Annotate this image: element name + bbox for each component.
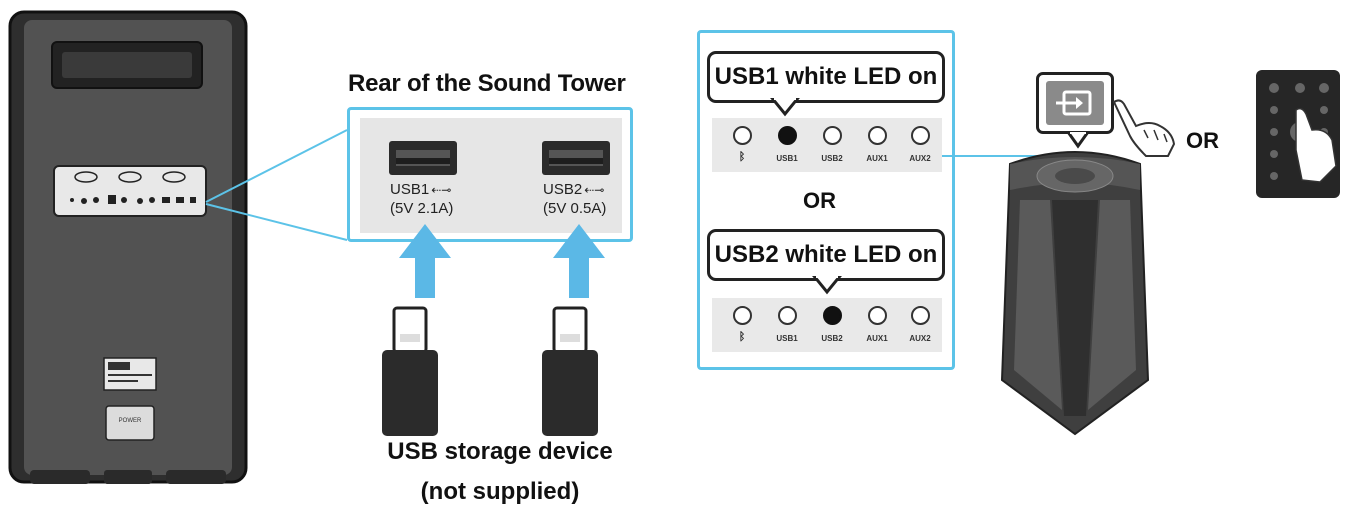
remote-control: [1256, 70, 1340, 198]
sound-tower-rear: [8, 10, 248, 484]
storage-caption-line2: (not supplied): [420, 478, 580, 505]
storage-caption-line1: USB storage device: [387, 438, 613, 465]
led-status-box: [697, 30, 955, 370]
led-usb1: [778, 126, 797, 145]
callout-pointer-2: [812, 276, 842, 295]
usb-icon: ⇠⊸: [431, 183, 452, 197]
led-label-usb1: USB1: [776, 154, 798, 163]
hand-pointer-icon: [1112, 99, 1176, 157]
led-label-usb2: USB2: [821, 334, 843, 343]
usb2-port: [542, 141, 610, 175]
led-usb1: [778, 306, 797, 325]
usb1-spec: (5V 2.1A): [390, 200, 454, 217]
led-label-usb2: USB2: [821, 154, 843, 163]
or-label-middle: OR: [803, 188, 836, 213]
led-label-aux2: AUX2: [909, 154, 931, 163]
led-label-usb1: USB1: [776, 334, 798, 343]
rear-title: Rear of the Sound Tower: [348, 70, 626, 97]
led-aux2: [911, 126, 930, 145]
sound-tower-front: [1000, 151, 1150, 436]
usb2-led-callout: USB2 white LED on: [707, 229, 945, 281]
arrow-up-usb2: [553, 224, 605, 298]
led-label-aux2: AUX2: [909, 334, 931, 343]
usb2-label: USB2: [543, 181, 583, 198]
input-source-icon: [1046, 81, 1104, 125]
led-label-aux1: AUX1: [866, 334, 888, 343]
led-strip-usb2-on: ᛒ USB1 USB2 AUX1 AUX2: [712, 298, 942, 352]
callout-pointer-1: [770, 98, 800, 117]
led-aux2: [911, 306, 930, 325]
led-usb2: [823, 306, 842, 325]
led-bluetooth: [733, 126, 752, 145]
led-strip-usb1-on: ᛒ USB1 USB2 AUX1 AUX2: [712, 118, 942, 172]
or-label-right: OR: [1186, 128, 1219, 153]
arrow-up-usb1: [399, 224, 451, 298]
power-label: POWER: [118, 418, 142, 424]
led-aux1: [868, 126, 887, 145]
led-label-aux1: AUX1: [866, 154, 888, 163]
usb-stick-1: [382, 306, 438, 436]
led-usb2: [823, 126, 842, 145]
bluetooth-icon: ᛒ: [738, 151, 746, 163]
usb1-port: [389, 141, 457, 175]
usb-ports-panel: [360, 118, 622, 233]
bluetooth-icon: ᛒ: [738, 331, 746, 343]
usb2-spec: (5V 0.5A): [543, 200, 607, 217]
usb1-led-callout: USB1 white LED on: [707, 51, 945, 103]
usb1-label: USB1: [390, 181, 430, 198]
led-aux1: [868, 306, 887, 325]
usb-stick-2: [542, 306, 598, 436]
led-bluetooth: [733, 306, 752, 325]
usb-icon: ⇠⊸: [584, 183, 605, 197]
callout-pointer-3: [1066, 132, 1090, 149]
